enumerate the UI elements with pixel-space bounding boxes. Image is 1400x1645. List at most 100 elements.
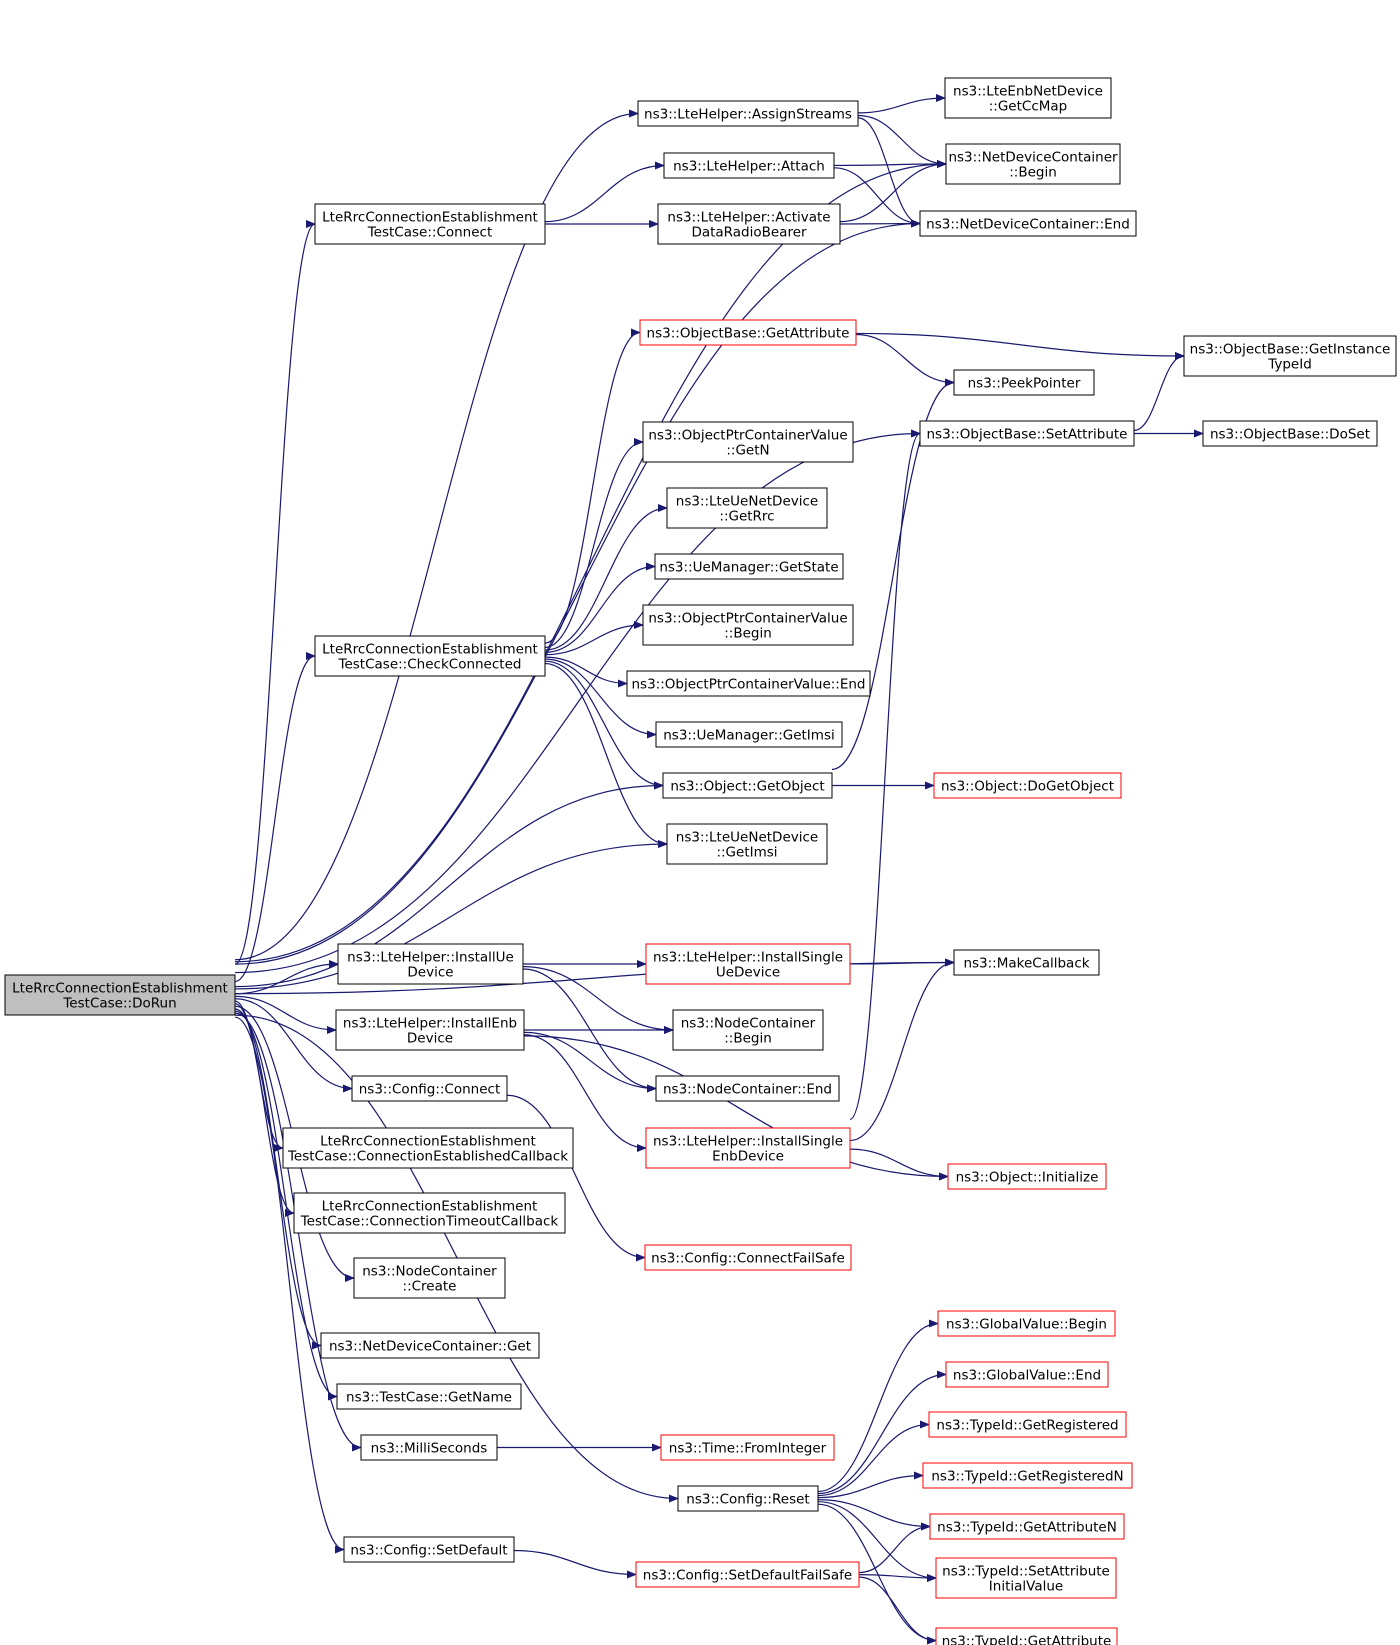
edge-checkconn-to-opcgetn bbox=[544, 438, 644, 649]
node-label: LteRrcConnectionEstablishment bbox=[322, 642, 538, 658]
node-millis[interactable]: ns3::MilliSeconds bbox=[360, 1434, 498, 1461]
node-label: ns3::TypeId::GetAttribute bbox=[942, 1634, 1112, 1645]
node-ndcget[interactable]: ns3::NetDeviceContainer::Get bbox=[320, 1332, 540, 1359]
node-dogetobj[interactable]: ns3::Object::DoGetObject bbox=[933, 772, 1122, 799]
node-peek[interactable]: ns3::PeekPointer bbox=[953, 369, 1095, 396]
edge-cfgreset-to-getattrn bbox=[817, 1499, 931, 1531]
edge-installenb-to-objinit bbox=[523, 1035, 949, 1181]
node-ncend[interactable]: ns3::NodeContainer::End bbox=[655, 1075, 840, 1102]
edge-setattr-to-getinst bbox=[1133, 352, 1185, 431]
node-gvbegin[interactable]: ns3::GlobalValue::Begin bbox=[937, 1310, 1116, 1337]
edge-cfgreset-to-setattrinit bbox=[817, 1501, 937, 1582]
node-gvend[interactable]: ns3::GlobalValue::End bbox=[945, 1361, 1109, 1388]
node-getregn[interactable]: ns3::TypeId::GetRegisteredN bbox=[922, 1462, 1133, 1489]
node-box bbox=[922, 1462, 1133, 1489]
edge-installsingleenb-to-setattr bbox=[849, 429, 921, 1121]
node-uegetimsi[interactable]: ns3::UeManager::GetImsi bbox=[655, 721, 843, 748]
node-box bbox=[945, 1361, 1109, 1388]
edge-assign-to-ndcend bbox=[857, 117, 921, 228]
node-opcbegin[interactable]: ns3::ObjectPtrContainerValue::Begin bbox=[642, 604, 854, 646]
node-box bbox=[626, 670, 871, 697]
node-nccreate[interactable]: ns3::NodeContainer::Create bbox=[353, 1257, 506, 1299]
node-cfgconnectfs[interactable]: ns3::Config::ConnectFailSafe bbox=[644, 1244, 852, 1271]
node-root[interactable]: LteRrcConnectionEstablishmentTestCase::D… bbox=[4, 974, 236, 1016]
node-box bbox=[320, 1332, 540, 1359]
node-ncbegin[interactable]: ns3::NodeContainer::Begin bbox=[672, 1009, 824, 1051]
node-cfgreset[interactable]: ns3::Config::Reset bbox=[677, 1485, 819, 1512]
node-opcgetn[interactable]: ns3::ObjectPtrContainerValue::GetN bbox=[642, 421, 854, 463]
node-label: ns3::TypeId::SetAttribute bbox=[942, 1564, 1110, 1580]
node-ndcend[interactable]: ns3::NetDeviceContainer::End bbox=[919, 210, 1137, 237]
node-box bbox=[663, 152, 835, 179]
edge-installue-to-ncbegin bbox=[522, 966, 674, 1034]
node-label: ns3::GlobalValue::End bbox=[953, 1368, 1101, 1384]
node-box bbox=[660, 1434, 835, 1461]
node-ltegetimsi[interactable]: ns3::LteUeNetDevice::GetImsi bbox=[666, 823, 828, 865]
edge-cfgsetdeffs-to-getattrn bbox=[858, 1522, 931, 1574]
node-box bbox=[937, 1310, 1116, 1337]
node-doset[interactable]: ns3::ObjectBase::DoSet bbox=[1202, 420, 1378, 447]
node-conntimeoutcb[interactable]: LteRrcConnectionEstablishmentTestCase::C… bbox=[293, 1192, 566, 1234]
node-fromint[interactable]: ns3::Time::FromInteger bbox=[660, 1434, 835, 1461]
node-getattrn[interactable]: ns3::TypeId::GetAttributeN bbox=[929, 1513, 1125, 1540]
node-getrrc[interactable]: ns3::LteUeNetDevice::GetRrc bbox=[666, 487, 828, 529]
node-objinit[interactable]: ns3::Object::Initialize bbox=[947, 1163, 1107, 1190]
node-label: EnbDevice bbox=[712, 1149, 784, 1165]
node-box bbox=[666, 823, 828, 865]
edge-root-to-installenb bbox=[234, 995, 337, 1034]
node-label: TestCase::ConnectionEstablishedCallback bbox=[287, 1149, 568, 1165]
node-box bbox=[639, 319, 857, 346]
edge-assign-to-getccmap bbox=[857, 94, 946, 114]
node-label: ns3::NetDeviceContainer::Get bbox=[329, 1339, 531, 1355]
node-getattr[interactable]: ns3::ObjectBase::GetAttribute bbox=[639, 319, 857, 346]
node-box bbox=[637, 100, 859, 127]
node-attach[interactable]: ns3::LteHelper::Attach bbox=[663, 152, 835, 179]
node-connect[interactable]: LteRrcConnectionEstablishmentTestCase::C… bbox=[314, 203, 546, 245]
edge-assign-to-ndcbegin bbox=[857, 114, 947, 168]
node-opcend[interactable]: ns3::ObjectPtrContainerValue::End bbox=[626, 670, 871, 697]
edge-root-to-ndcget bbox=[234, 1008, 322, 1350]
edge-connect-to-attach bbox=[544, 161, 665, 223]
node-setattr[interactable]: ns3::ObjectBase::SetAttribute bbox=[919, 420, 1135, 447]
node-connestcb[interactable]: LteRrcConnectionEstablishmentTestCase::C… bbox=[282, 1127, 574, 1169]
node-box bbox=[336, 1383, 522, 1410]
node-ndcbegin[interactable]: ns3::NetDeviceContainer::Begin bbox=[945, 143, 1121, 185]
node-label: ns3::Config::SetDefaultFailSafe bbox=[643, 1568, 852, 1584]
node-getreg[interactable]: ns3::TypeId::GetRegistered bbox=[928, 1411, 1127, 1438]
node-getccmap[interactable]: ns3::LteEnbNetDevice::GetCcMap bbox=[944, 77, 1112, 119]
edge-cfgsetdef-to-cfgsetdeffs bbox=[513, 1549, 637, 1579]
edge-checkconn-to-opcbegin bbox=[544, 621, 644, 656]
edge-installsingleue-to-makecb bbox=[849, 958, 955, 967]
node-getname[interactable]: ns3::TestCase::GetName bbox=[336, 1383, 522, 1410]
node-label: TypeId bbox=[1267, 357, 1312, 373]
node-label: ::Begin bbox=[1009, 165, 1057, 181]
node-label: ::GetCcMap bbox=[989, 99, 1068, 115]
node-tigetattr[interactable]: ns3::TypeId::GetAttribute bbox=[935, 1627, 1118, 1645]
node-makecb[interactable]: ns3::MakeCallback bbox=[953, 949, 1100, 976]
node-cfgconnect[interactable]: ns3::Config::Connect bbox=[351, 1075, 508, 1102]
node-assign[interactable]: ns3::LteHelper::AssignStreams bbox=[637, 100, 859, 127]
node-box bbox=[645, 943, 851, 985]
edge-cfgreset-to-tigetattr bbox=[817, 1503, 937, 1645]
node-box bbox=[343, 1536, 515, 1563]
node-label: ns3::Time::FromInteger bbox=[669, 1441, 827, 1457]
node-label: ns3::NodeContainer::End bbox=[663, 1082, 832, 1098]
node-box bbox=[353, 1257, 506, 1299]
node-cfgsetdef[interactable]: ns3::Config::SetDefault bbox=[343, 1536, 515, 1563]
edge-cfgreset-to-gvend bbox=[817, 1370, 947, 1495]
node-getstate[interactable]: ns3::UeManager::GetState bbox=[654, 553, 844, 580]
node-getobject[interactable]: ns3::Object::GetObject bbox=[662, 772, 833, 799]
node-checkconn[interactable]: LteRrcConnectionEstablishmentTestCase::C… bbox=[314, 635, 546, 677]
node-label: LteRrcConnectionEstablishment bbox=[320, 1134, 536, 1150]
edge-root-to-setattr bbox=[234, 429, 921, 974]
node-cfgsetdeffs[interactable]: ns3::Config::SetDefaultFailSafe bbox=[635, 1561, 860, 1588]
node-label: ns3::LteHelper::InstallSingle bbox=[653, 1134, 843, 1150]
node-label: ns3::LteHelper::Activate bbox=[667, 210, 830, 226]
